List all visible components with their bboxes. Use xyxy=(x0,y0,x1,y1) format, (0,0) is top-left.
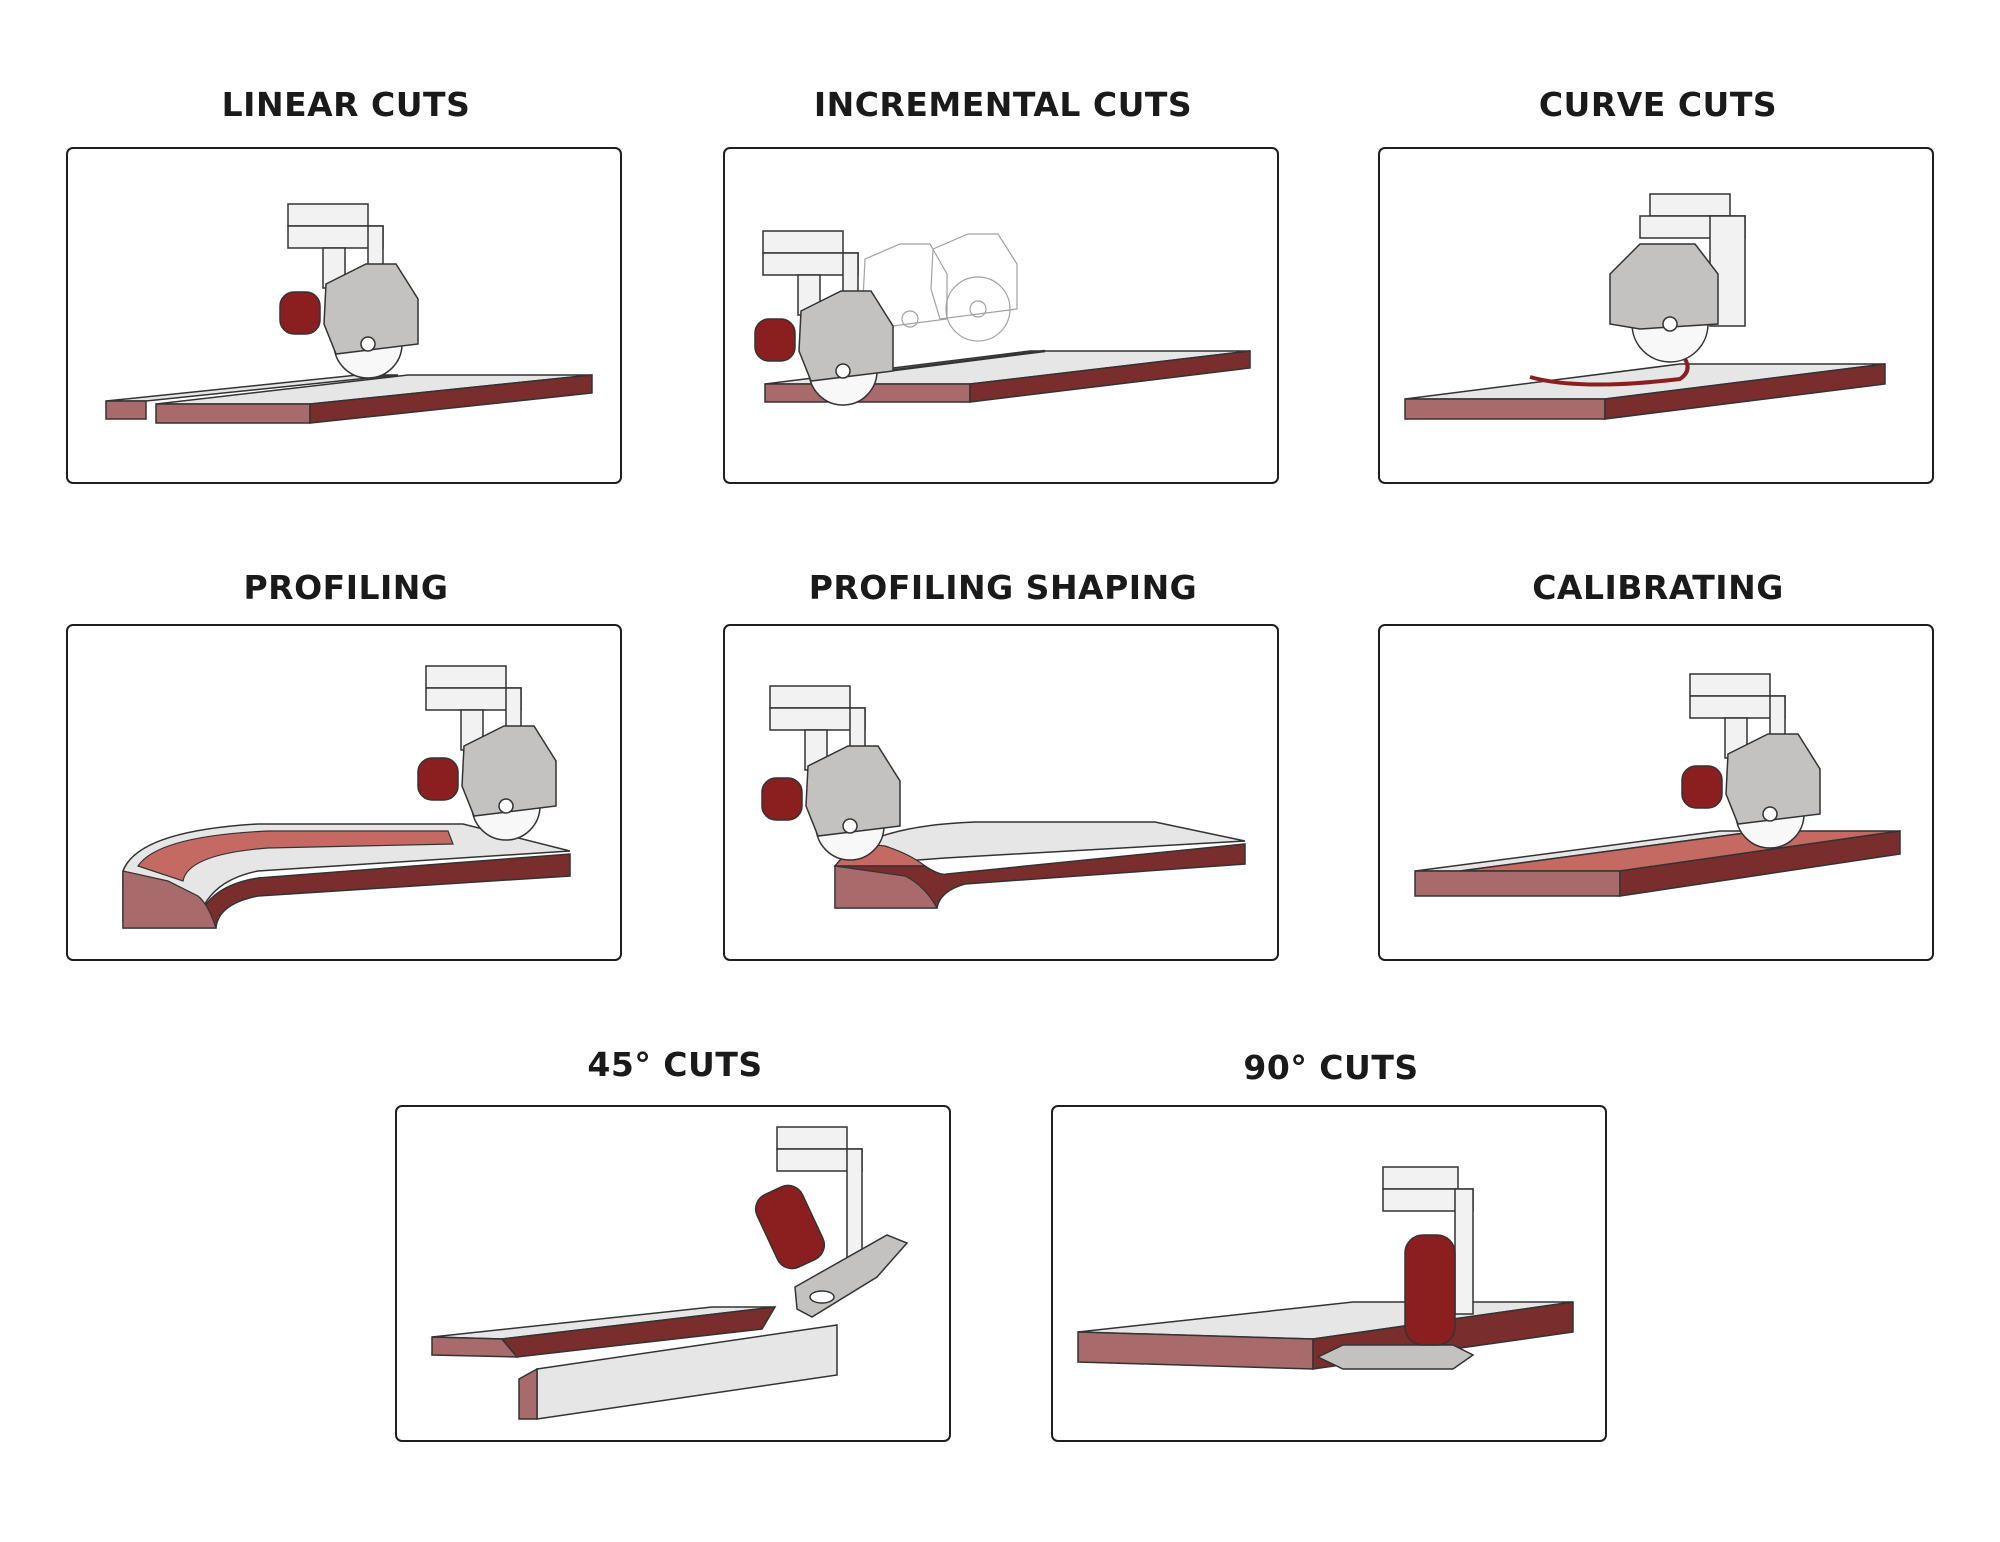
illustration-frame xyxy=(395,1105,951,1442)
saw-head xyxy=(417,665,557,841)
saw-head xyxy=(1609,193,1746,363)
panel-title: CALIBRATING xyxy=(1532,568,1784,607)
panel-title: LINEAR CUTS xyxy=(221,85,471,124)
illustration-frame xyxy=(1051,1105,1607,1442)
illustration-frame xyxy=(66,147,622,484)
panel-45-cuts: 45° CUTS xyxy=(395,1045,955,1450)
panel-incremental-cuts: INCREMENTAL CUTS xyxy=(723,85,1283,490)
panel-title: 45° CUTS xyxy=(587,1045,763,1084)
saw-head xyxy=(761,685,901,861)
panel-title: CURVE CUTS xyxy=(1538,85,1778,124)
incremental-cuts-illustration xyxy=(754,230,1251,406)
panel-curve-cuts: CURVE CUTS xyxy=(1378,85,1938,490)
illustration-frame xyxy=(723,147,1279,484)
panel-title: INCREMENTAL CUTS xyxy=(813,85,1193,124)
curve-cuts-illustration xyxy=(1404,193,1886,420)
panel-calibrating: CALIBRATING xyxy=(1378,568,1938,973)
panel-title: PROFILING SHAPING xyxy=(808,568,1198,607)
panel-profiling: PROFILING xyxy=(66,568,626,973)
saw-head xyxy=(1382,1166,1474,1346)
linear-cuts-illustration xyxy=(105,203,593,424)
panel-90-cuts: 90° CUTS xyxy=(1051,1048,1611,1450)
panel-profiling-shaping: PROFILING SHAPING xyxy=(723,568,1283,973)
panel-title: 90° CUTS xyxy=(1243,1048,1419,1087)
saw-head xyxy=(1681,673,1821,849)
panel-title: PROFILING xyxy=(243,568,449,607)
45-cuts-illustration xyxy=(431,1126,909,1420)
90-cuts-illustration xyxy=(1077,1166,1574,1370)
calibrating-illustration xyxy=(1414,673,1901,897)
illustration-frame xyxy=(66,624,622,961)
profiling-shaping-illustration xyxy=(761,685,1246,909)
profiling-illustration xyxy=(122,665,571,929)
saw-head xyxy=(754,230,894,406)
illustration-frame xyxy=(723,624,1279,961)
panel-linear-cuts: LINEAR CUTS xyxy=(66,85,626,490)
illustration-frame xyxy=(1378,624,1934,961)
saw-head xyxy=(279,203,419,379)
saw-head xyxy=(754,1126,909,1318)
illustration-frame xyxy=(1378,147,1934,484)
